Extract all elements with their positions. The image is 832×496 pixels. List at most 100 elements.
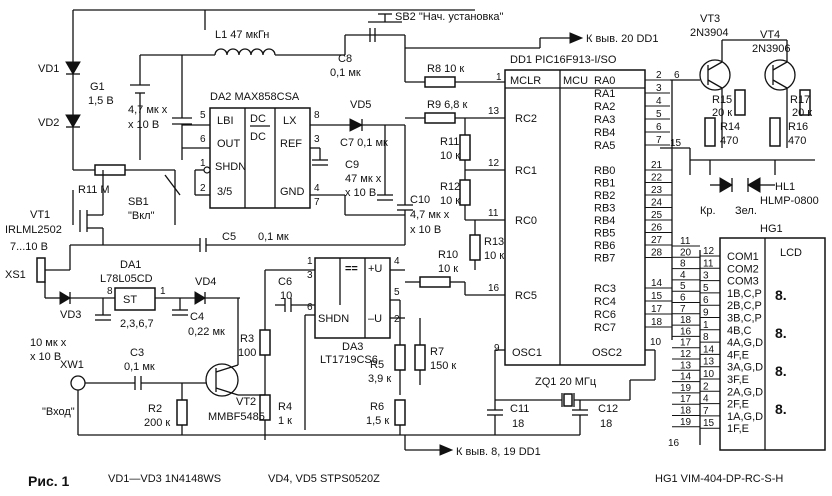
c3-label: C3 xyxy=(130,347,144,359)
dd1-pin13: 13 xyxy=(488,106,500,117)
lcd-pins: 1211356918141310247151120845671816171213… xyxy=(672,236,720,445)
r5-label: R5 xyxy=(370,359,384,371)
r7-label: R7 xyxy=(430,346,444,358)
c9-label: C9 xyxy=(345,159,359,171)
dd1-rc-pin: 14 xyxy=(651,278,663,289)
da1-gnd-pins: 2,3,6,7 xyxy=(120,318,154,330)
capacitor-c8: C8 0,1 мк xyxy=(330,28,376,79)
r11-label: R11 xyxy=(440,136,459,148)
da3-p1: 1 xyxy=(307,256,313,267)
lcd-right-pin: 19 xyxy=(680,383,692,394)
capacitor-c10: C10 4,7 мк х х 10 В xyxy=(344,125,450,245)
vt1-part: IRLML2502 xyxy=(5,224,62,236)
dd1-port-rb2: RB2 xyxy=(594,190,615,202)
lcd-left-pin: 8 xyxy=(703,332,709,343)
resistor-r2: R2 200 к xyxy=(144,383,188,435)
dd1-pin10: 10 xyxy=(650,337,662,348)
lcd-left-pin: 10 xyxy=(703,369,715,380)
dd1-ra-pin: 6 xyxy=(656,122,662,133)
capacitor-c7: C7 0,1 мк xyxy=(312,137,388,166)
c5-label: C5 xyxy=(222,231,236,243)
da1-part: L78L05CD xyxy=(100,273,153,285)
lcd-seg-label: 4F,E xyxy=(727,349,749,361)
chip-dd1: DD1 PIC16F913-I/SO MCLR MCU 1 9 RC2 RC1 … xyxy=(488,54,673,366)
lcd-label: LCD xyxy=(780,247,802,259)
r14-label: R14 xyxy=(720,121,740,133)
dd1-port-rb6: RB6 xyxy=(594,240,615,252)
lcd-right-pin: 11 xyxy=(680,236,691,247)
da1-pin1: 1 xyxy=(160,286,166,297)
lcd-digit-4: 8. xyxy=(775,401,787,417)
r16-label: R16 xyxy=(788,121,808,133)
da2-dc2: DC xyxy=(250,131,266,143)
vd1-label: VD1 xyxy=(38,63,59,75)
resistor-r7: R7 150 к xyxy=(414,318,456,385)
vt3-label: VT3 xyxy=(700,13,720,25)
dd1-rc0: RC0 xyxy=(515,215,537,227)
da3-part: LT1719CS6 xyxy=(320,354,378,366)
vd5-label: VD5 xyxy=(350,99,371,111)
lcd-right-pin: 18 xyxy=(680,315,692,326)
c4-value: 0,22 мк xyxy=(188,326,225,338)
c8-value: 0,1 мк xyxy=(330,67,361,79)
dd1-pin12: 12 xyxy=(488,158,500,169)
led-zel: Зел. xyxy=(735,205,757,217)
da2-dc1: DC xyxy=(250,113,266,125)
da2-lx: LX xyxy=(283,115,297,127)
dd1-ra-pin: 7 xyxy=(656,135,662,146)
to-pin20-label: К выв. 20 DD1 xyxy=(586,33,658,45)
vt4-part: 2N3906 xyxy=(752,43,791,55)
c11-value: 18 xyxy=(512,418,524,430)
lcd-right-pin: 17 xyxy=(680,394,692,405)
vt2-label: VT2 xyxy=(236,396,256,408)
lcd-right-pin: 18 xyxy=(680,406,692,417)
lcd-hg1: HG1 LCD COM1COM2COM31B,C,P2B,C,P3B,C,P4B… xyxy=(668,223,826,451)
r2-label: R2 xyxy=(148,403,162,415)
dd1-name: DD1 PIC16F913-I/SO xyxy=(510,54,617,66)
diode-vd5: VD5 xyxy=(349,99,405,132)
da3-p4: 4 xyxy=(394,256,400,267)
resistor-r10: R10 10 к xyxy=(405,249,505,296)
c10-label: C10 xyxy=(410,194,430,206)
lcd-right-pin: 20 xyxy=(680,247,692,258)
capacitor-c5: C5 0,1 мк xyxy=(103,231,405,252)
lcd-left-pin: 14 xyxy=(703,344,715,355)
vt2-part: MMBF5485 xyxy=(208,411,265,423)
sb1-label: SB1 xyxy=(128,196,149,208)
xs1-label: XS1 xyxy=(5,269,26,281)
dd1-port-ra1: RA1 xyxy=(594,88,615,100)
lcd-left-pin: 9 xyxy=(703,308,709,319)
dd1-rb-pin: 21 xyxy=(651,160,663,171)
arrow-pin8-19: К выв. 8, 19 DD1 xyxy=(404,435,541,458)
inductor-l1: L1 47 мкГн xyxy=(140,29,345,56)
dd1-rb-pin: 28 xyxy=(651,248,663,259)
vhod-label: "Вход" xyxy=(42,406,75,418)
capacitor-c9: C9 47 мк х х 10 В xyxy=(345,125,393,201)
r8-label: R8 10 к xyxy=(427,63,464,75)
lcd-seg-label: 1F,E xyxy=(727,423,749,435)
c1-value1: 10 мк х xyxy=(30,337,67,349)
r12-label: R12 xyxy=(440,181,460,193)
c8-label: C8 xyxy=(338,53,352,65)
vd2-label: VD2 xyxy=(38,117,59,129)
lcd-left-pin: 15 xyxy=(703,418,715,429)
da2-name: DA2 MAX858CSA xyxy=(210,91,300,103)
c4-label: C4 xyxy=(190,311,204,323)
r15-value: 20 к xyxy=(712,107,732,119)
dd1-port-ra3: RA3 xyxy=(594,114,615,126)
st-label: ST xyxy=(123,294,137,306)
da2-p2: 2 xyxy=(200,183,206,194)
r17-value: 20 к xyxy=(792,107,812,119)
vd3-label: VD3 xyxy=(60,309,81,321)
resistor-r6: R6 1,5 к xyxy=(366,399,406,435)
dd1-rc-pin: 18 xyxy=(651,317,663,328)
lcd-seg-label: 2F,E xyxy=(727,399,749,411)
resistor-r5: R5 3,9 к xyxy=(368,300,406,395)
da3-p2: 2 xyxy=(394,314,400,325)
lcd-right-pin: 8 xyxy=(680,259,686,270)
lcd-seg-label: 1B,C,P xyxy=(727,288,762,300)
dd1-osc1: OSC1 xyxy=(512,347,542,359)
dd1-rc5: RC5 xyxy=(515,290,537,302)
lcd-pin16: 16 xyxy=(668,438,680,449)
